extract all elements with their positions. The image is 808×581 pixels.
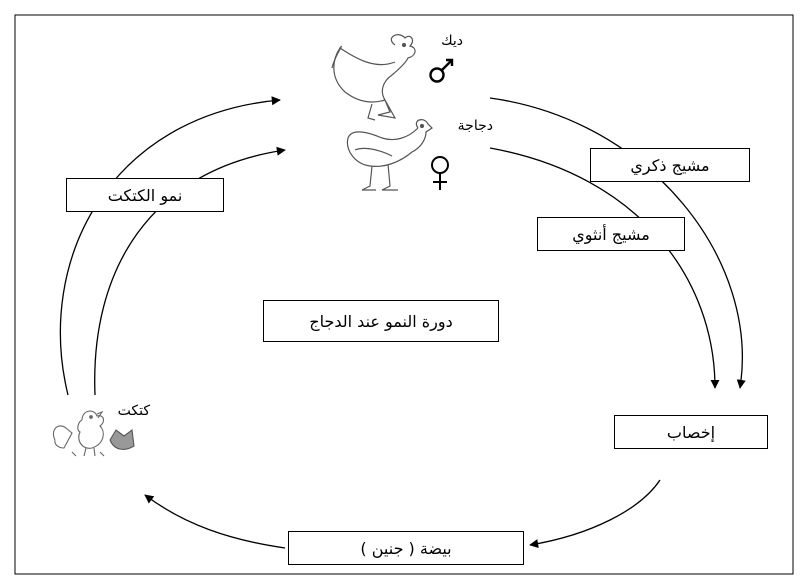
male-symbol-icon (429, 58, 454, 83)
diagram-title-box: دورة النمو عند الدجاج (263, 300, 499, 342)
fertilization-box: إخصاب (614, 415, 768, 449)
arrow-chick-to-rooster (59, 96, 281, 396)
rooster-icon (331, 34, 416, 121)
hen-label: دجاجة (458, 118, 493, 134)
chick-label: كتكت (118, 403, 151, 419)
arrow-fertilization-to-egg (529, 479, 661, 549)
chick-growth-box: نمو الكتكت (66, 178, 224, 212)
arrow-female-gamete (489, 147, 720, 389)
arrow-chick-to-hen (94, 146, 286, 396)
male-gamete-box: مشيج ذكري (590, 148, 750, 182)
arrow-egg-to-chick (144, 494, 286, 549)
arrow-male-gamete (489, 97, 746, 389)
diagram-border (14, 14, 794, 575)
female-symbol-icon (431, 156, 449, 190)
female-gamete-box: مشيج أنثوي (537, 217, 685, 251)
chick-hatching-icon (52, 410, 135, 457)
hen-icon (346, 119, 433, 191)
egg-box: بيضة ( جنين ) (288, 531, 524, 565)
rooster-label: ديك (441, 33, 463, 49)
